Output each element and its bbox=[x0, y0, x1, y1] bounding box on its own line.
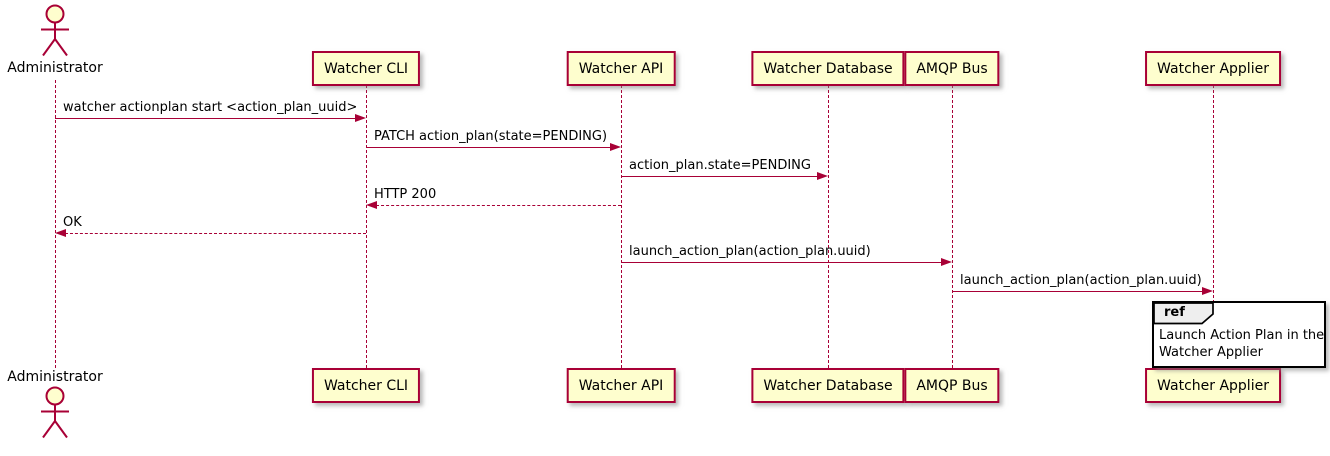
lifeline-administrator bbox=[55, 80, 56, 368]
message-label-4: OK bbox=[63, 215, 82, 230]
message-arrowhead-1 bbox=[610, 143, 621, 151]
message-line-6 bbox=[952, 291, 1203, 292]
participant-watcher-api-top: Watcher API bbox=[566, 51, 676, 86]
message-arrowhead-0 bbox=[355, 114, 366, 122]
lifeline-amqp-bus bbox=[952, 85, 953, 368]
ref-fragment-keyword: ref bbox=[1164, 305, 1185, 320]
participant-watcher-database-bottom: Watcher Database bbox=[751, 368, 905, 403]
participant-watcher-applier-bottom: Watcher Applier bbox=[1145, 368, 1281, 403]
message-label-3: HTTP 200 bbox=[374, 187, 437, 202]
message-label-5: launch_action_plan(action_plan.uuid) bbox=[629, 244, 871, 259]
ref-fragment-text-line: Launch Action Plan in the bbox=[1159, 328, 1325, 343]
ref-fragment-text-line: Watcher Applier bbox=[1159, 345, 1263, 360]
participant-watcher-api-bottom: Watcher API bbox=[566, 368, 676, 403]
message-label-0: watcher actionplan start <action_plan_uu… bbox=[63, 100, 358, 115]
message-line-4 bbox=[65, 233, 366, 234]
participant-watcher-database-top: Watcher Database bbox=[751, 51, 905, 86]
participant-watcher-cli-top: Watcher CLI bbox=[311, 51, 421, 86]
message-arrowhead-5 bbox=[941, 258, 952, 266]
ref-fragment-tab bbox=[1153, 302, 1215, 329]
message-line-0 bbox=[55, 118, 356, 119]
message-line-2 bbox=[621, 176, 818, 177]
administrator-actor-icon bbox=[36, 386, 74, 443]
administrator-actor-icon bbox=[36, 4, 74, 61]
message-arrowhead-6 bbox=[1202, 287, 1213, 295]
participant-amqp-bus-top: AMQP Bus bbox=[904, 51, 1000, 86]
message-line-5 bbox=[621, 262, 942, 263]
message-arrowhead-4 bbox=[55, 229, 66, 237]
message-label-2: action_plan.state=PENDING bbox=[629, 158, 811, 173]
message-label-1: PATCH action_plan(state=PENDING) bbox=[374, 129, 608, 144]
participant-watcher-applier-top: Watcher Applier bbox=[1145, 51, 1281, 86]
message-label-6: launch_action_plan(action_plan.uuid) bbox=[960, 273, 1202, 288]
lifeline-watcher-database bbox=[828, 85, 829, 368]
lifeline-watcher-cli bbox=[366, 85, 367, 368]
message-arrowhead-2 bbox=[817, 172, 828, 180]
message-line-1 bbox=[366, 147, 611, 148]
lifeline-watcher-applier bbox=[1213, 85, 1214, 368]
actor-label-bottom: Administrator bbox=[7, 369, 103, 385]
message-line-3 bbox=[376, 205, 621, 206]
lifeline-watcher-api bbox=[621, 85, 622, 368]
actor-label-top: Administrator bbox=[7, 60, 103, 76]
participant-amqp-bus-bottom: AMQP Bus bbox=[904, 368, 1000, 403]
message-arrowhead-3 bbox=[366, 201, 377, 209]
participant-watcher-cli-bottom: Watcher CLI bbox=[311, 368, 421, 403]
